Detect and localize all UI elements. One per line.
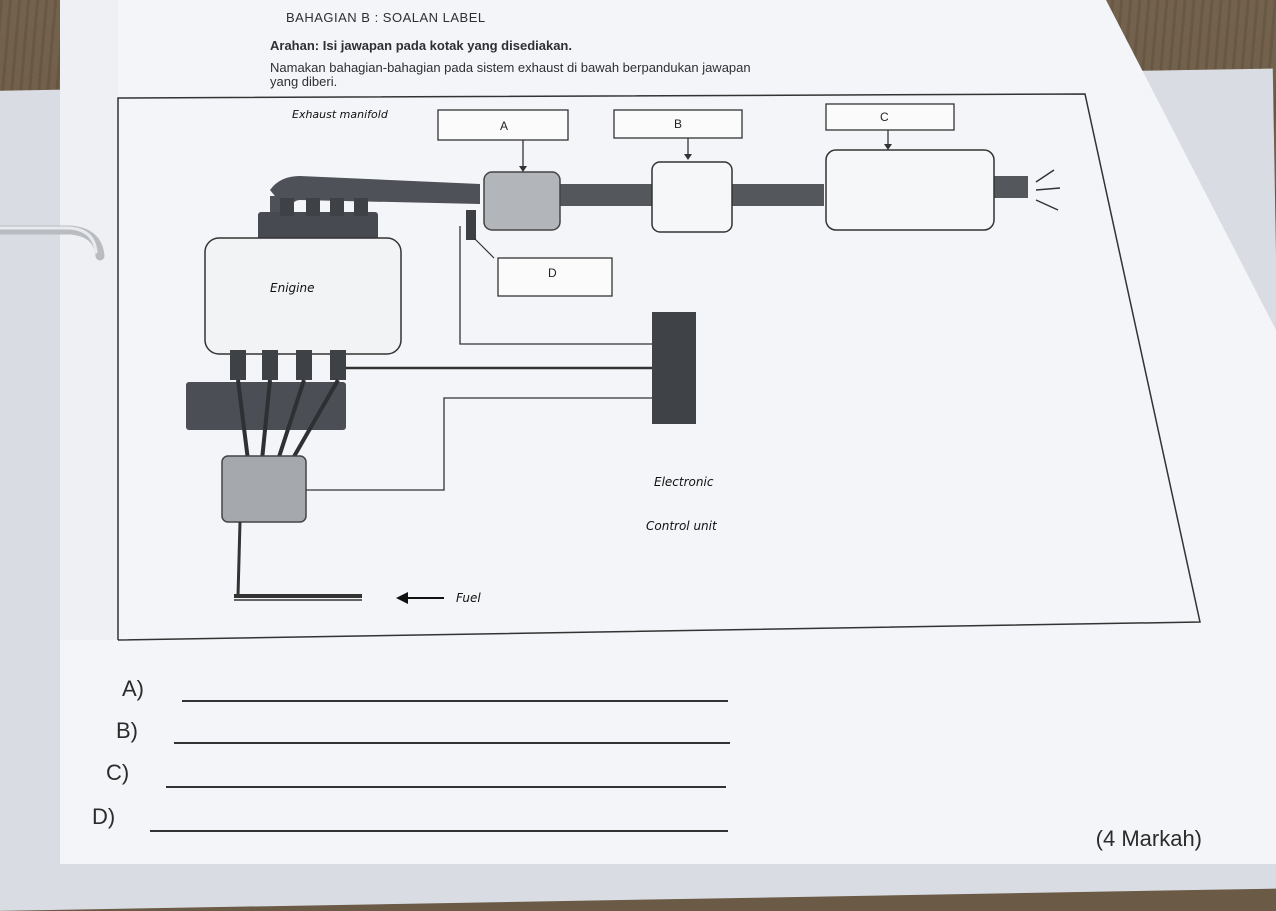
section-title: BAHAGIAN B : SOALAN LABEL [286,10,486,25]
question-line-1: Namakan bahagian-bahagian pada sistem ex… [270,60,751,75]
exhaust-system-diagram: Enigine Fuel A B C [117,93,1201,641]
box-b-label: B [674,117,682,131]
question-line-2: yang diberi. [270,74,338,89]
answer-line-a[interactable] [182,700,728,702]
answer-line-d[interactable] [150,830,728,832]
fuel-label: Fuel [456,591,481,605]
answer-line-b[interactable] [174,742,730,744]
box-d-label: D [548,266,557,280]
answer-label-d: D) [92,804,116,829]
answer-label-a: A) [122,676,144,701]
worksheet-paper: Enigine Fuel A B C [60,0,1276,864]
box-a-label: A [500,119,508,133]
box-c-label: C [880,110,889,124]
answer-line-c[interactable] [166,786,726,788]
instruction-text: Arahan: Isi jawapan pada kotak yang dise… [270,38,572,53]
ecu-label-line1: Electronic [654,475,714,489]
ecu-label-line2: Control unit [646,519,718,533]
exhaust-manifold-label: Exhaust manifold [292,108,389,121]
answer-label-c: C) [106,760,130,785]
answer-label-b: B) [116,718,138,743]
binder-ring-icon [0,225,105,261]
marks-label: (4 Markah) [1095,826,1202,851]
engine-label: Enigine [270,281,314,295]
